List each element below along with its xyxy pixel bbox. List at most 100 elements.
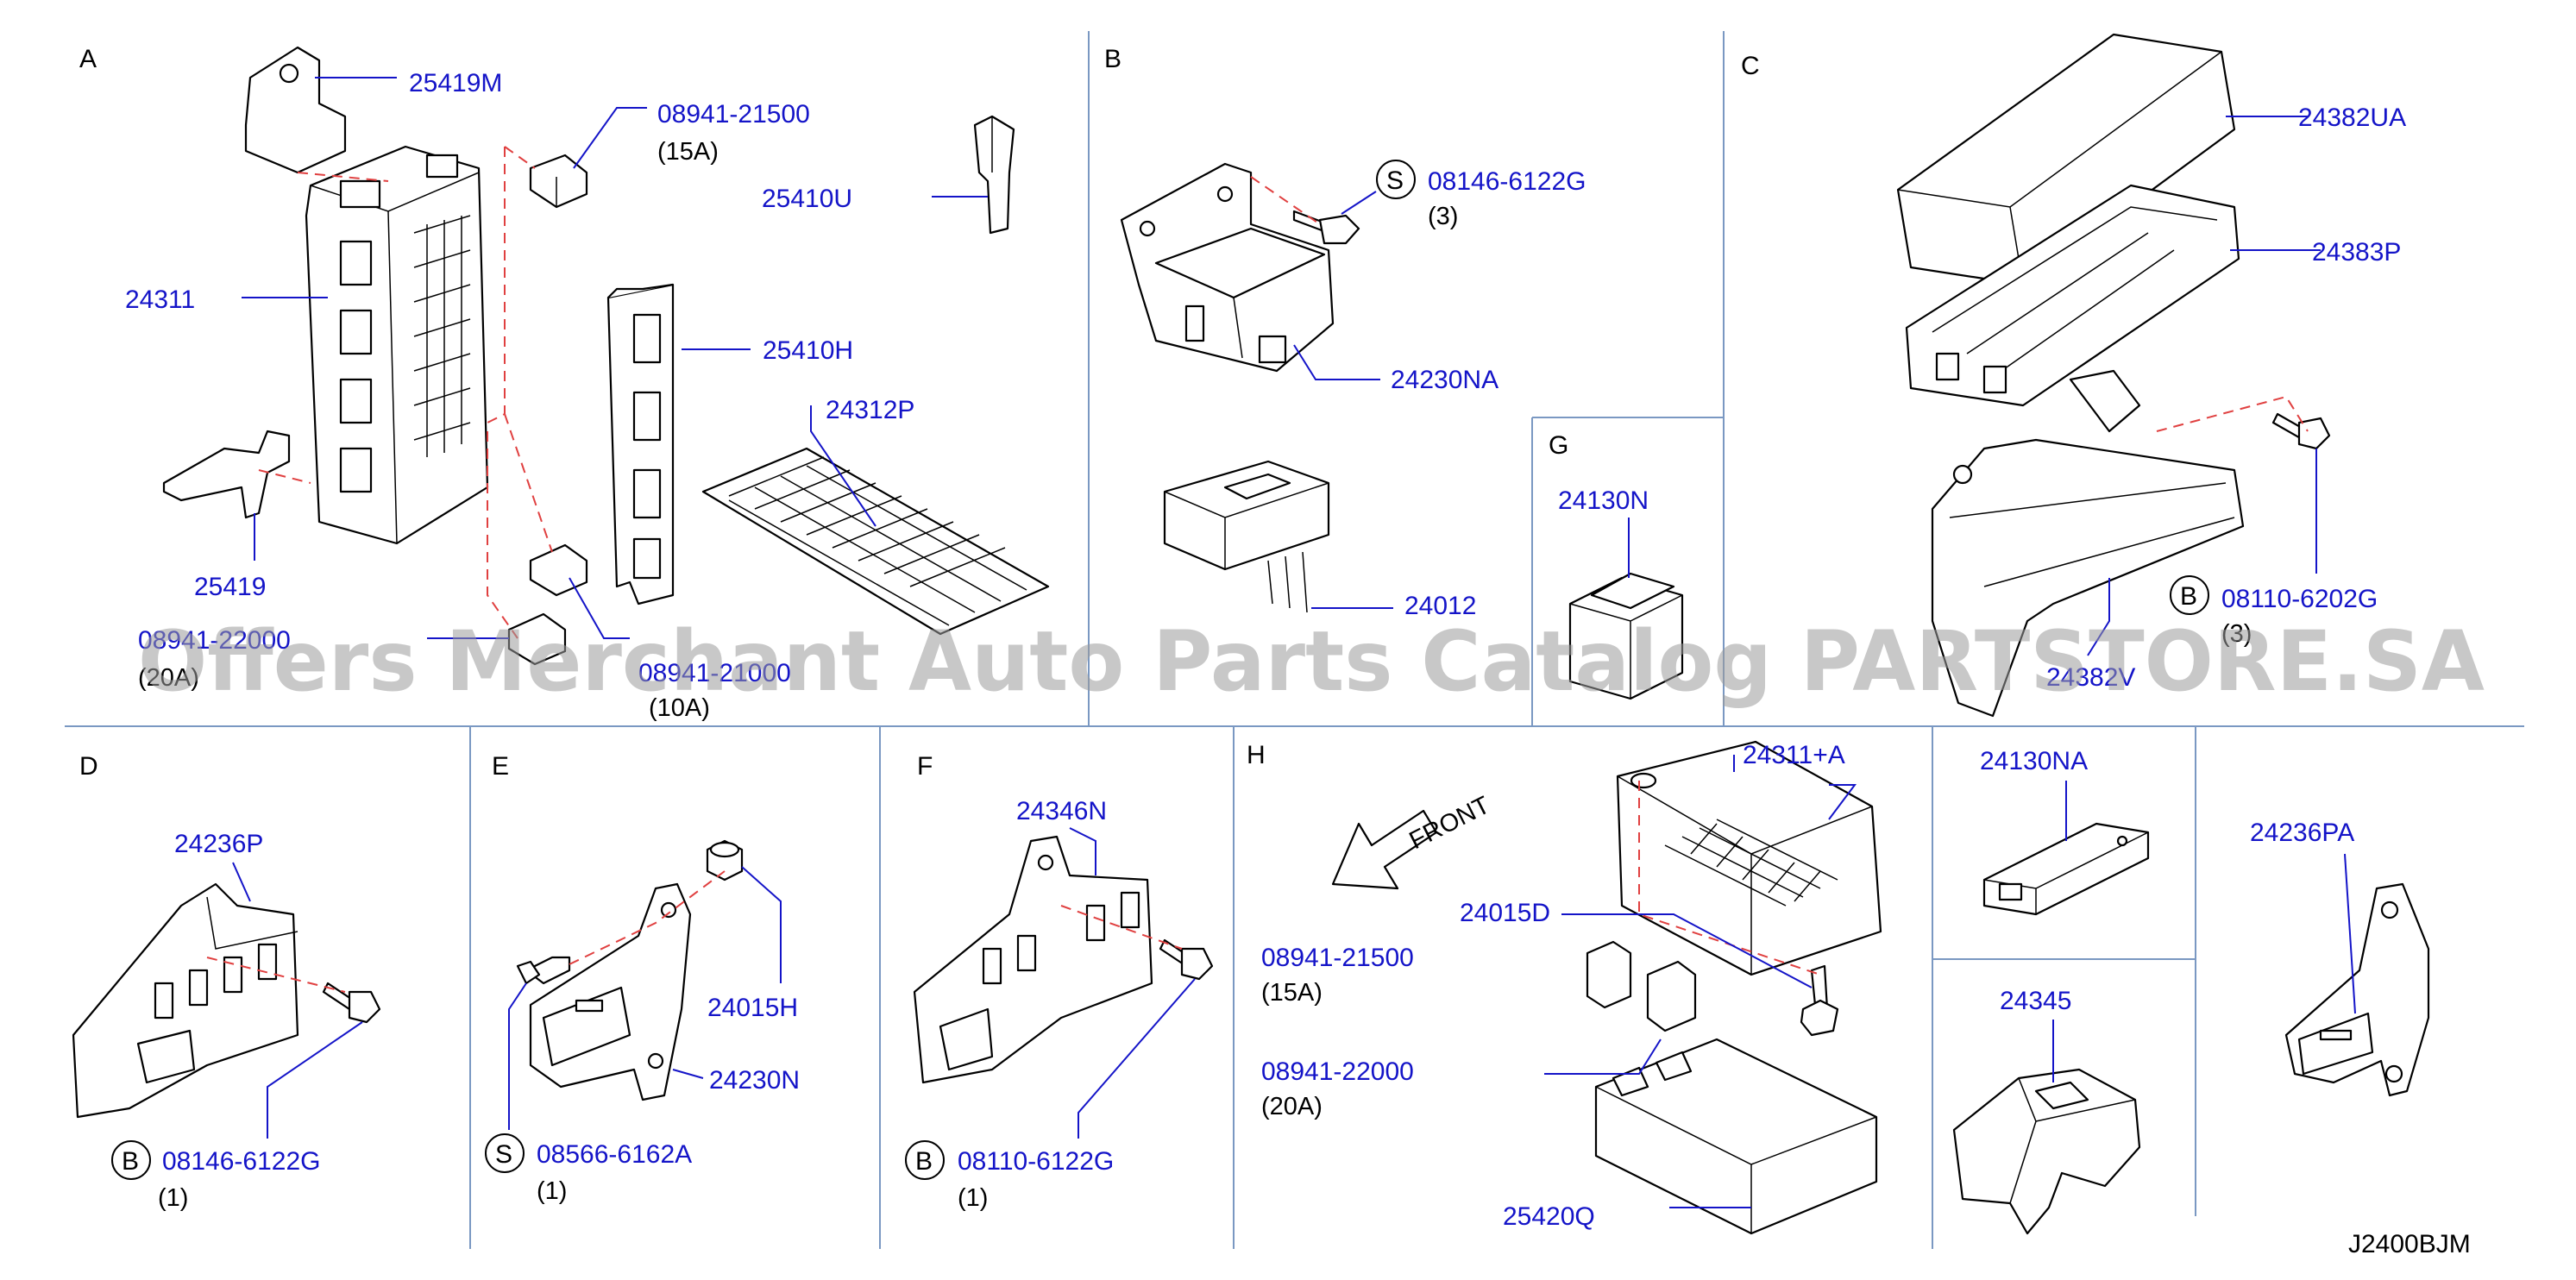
qty-15a: (15A) <box>657 138 719 166</box>
qty-1-f: (1) <box>958 1184 988 1212</box>
label-08941-22000: 08941-22000 <box>138 626 291 655</box>
label-24383p: 24383P <box>2312 238 2401 267</box>
part-24346n-bracket <box>913 835 1153 1084</box>
section-a-parts <box>162 46 1050 666</box>
mark-s: S <box>1386 166 1404 195</box>
bolt-marker-b-d <box>111 1140 151 1180</box>
part-fuse-20a <box>507 612 567 666</box>
qty-1-e: (1) <box>537 1177 567 1205</box>
qty-20a: (20A) <box>138 664 199 692</box>
part-fuse-10a <box>529 543 588 597</box>
section-g-parts <box>1568 572 1684 700</box>
label-24236p: 24236P <box>174 830 263 858</box>
mark-b-d: B <box>122 1147 139 1176</box>
part-25419-clip <box>162 430 291 519</box>
qty-15a-h: (15A) <box>1261 979 1323 1007</box>
label-08941-22000-h: 08941-22000 <box>1261 1057 1414 1086</box>
label-24230na: 24230NA <box>1391 366 1498 394</box>
qty-3-c: (3) <box>2221 620 2252 648</box>
label-24382ua: 24382UA <box>2298 104 2406 132</box>
section-f-parts <box>913 835 1214 1084</box>
section-c-parts <box>1896 33 2331 718</box>
screw-marker-s-e <box>485 1133 525 1173</box>
section-d-leaders <box>232 862 363 1139</box>
part-24015h-grommet <box>706 839 744 882</box>
section-i-leaders <box>2052 781 2067 1082</box>
part-24311-fuse-block <box>305 145 489 545</box>
label-08110-6122g: 08110-6122G <box>958 1147 1114 1176</box>
label-24236pa: 24236PA <box>2250 819 2354 847</box>
part-24345-cover <box>1952 1068 2141 1235</box>
label-24230n: 24230N <box>709 1066 800 1095</box>
part-bolt-d <box>322 982 381 1024</box>
label-24311a: 24311+A <box>1743 741 1845 769</box>
label-08146-6122g-b: 08146-6122G <box>1428 167 1586 196</box>
bolt-marker-b-c <box>2170 575 2209 615</box>
part-24382v-bracket <box>1931 369 2245 718</box>
label-08941-21500-h: 08941-21500 <box>1261 944 1414 972</box>
part-bolt-f <box>1159 938 1214 981</box>
part-bolt-c <box>2271 412 2331 450</box>
label-24130n: 24130N <box>1558 486 1649 515</box>
part-25410u-puller <box>973 115 1015 235</box>
label-24130na: 24130NA <box>1980 747 2088 775</box>
label-25410u: 25410U <box>762 185 852 213</box>
part-25419m-bracket <box>244 46 347 174</box>
part-24012-relay <box>1163 460 1330 613</box>
part-24311a-fuse-block <box>1616 740 1882 976</box>
part-bolt-b <box>1292 210 1360 245</box>
section-grid <box>65 31 2524 1249</box>
label-25419: 25419 <box>194 573 266 601</box>
part-fuse-h2 <box>1646 960 1697 1032</box>
part-24382ua-cover <box>1896 33 2236 286</box>
part-24236pa-bracket <box>2284 882 2430 1097</box>
section-c-leaders <box>2087 116 2321 656</box>
label-08941-21000: 08941-21000 <box>638 659 791 687</box>
section-h-parts <box>1331 740 1882 1235</box>
label-08146-6122g-d: 08146-6122G <box>162 1147 321 1176</box>
section-b-parts <box>1120 162 1360 613</box>
section-j-parts <box>2284 882 2430 1097</box>
section-i-parts <box>1952 822 2150 1235</box>
section-h-letter: H <box>1247 741 1266 769</box>
part-25410h-strip <box>606 283 675 605</box>
label-24346n: 24346N <box>1016 797 1107 825</box>
qty-3-b: (3) <box>1428 203 1458 230</box>
label-08566-6162a: 08566-6162A <box>537 1140 692 1169</box>
bolt-marker-b-f <box>905 1140 945 1180</box>
part-24312p-sheet <box>701 447 1050 636</box>
part-bolt-e <box>516 956 571 985</box>
mark-b-c: B <box>2180 582 2197 611</box>
label-24312p: 24312P <box>826 396 914 424</box>
section-e-parts <box>516 839 744 1101</box>
section-b-letter: B <box>1104 45 1122 73</box>
part-24383p-frame <box>1905 184 2240 407</box>
mark-s-e: S <box>495 1140 512 1169</box>
section-h-leaders <box>1544 755 1857 1208</box>
part-24230na-bracket <box>1120 162 1335 373</box>
label-08941-21500: 08941-21500 <box>657 100 810 129</box>
label-25410h: 25410H <box>763 336 853 365</box>
qty-20a-h: (20A) <box>1261 1093 1323 1120</box>
part-fuse-15a <box>529 154 588 209</box>
mark-b-f: B <box>915 1147 933 1176</box>
screw-marker-s <box>1376 160 1416 199</box>
section-a-letter: A <box>79 45 97 73</box>
section-c-letter: C <box>1741 52 1760 80</box>
leader-24236pa <box>2344 853 2356 1014</box>
part-24230n-bracket <box>529 882 692 1101</box>
part-25420q-cover <box>1594 1038 1878 1235</box>
watermark-text: Offers Merchant Auto Parts Catalog PARTS… <box>138 613 2485 710</box>
section-e-letter: E <box>492 752 509 781</box>
label-24345: 24345 <box>2000 987 2071 1015</box>
diagram-code: J2400BJM <box>2348 1230 2471 1258</box>
label-08110-6202g: 08110-6202G <box>2221 585 2378 613</box>
label-24311: 24311 <box>125 285 195 314</box>
label-24015d: 24015D <box>1460 899 1550 927</box>
section-b-leaders <box>1293 191 1393 609</box>
part-fuse-h1 <box>1586 940 1632 1009</box>
label-25419m: 25419M <box>409 69 502 97</box>
part-24130na-connector <box>1982 822 2150 916</box>
label-24012: 24012 <box>1404 592 1476 620</box>
